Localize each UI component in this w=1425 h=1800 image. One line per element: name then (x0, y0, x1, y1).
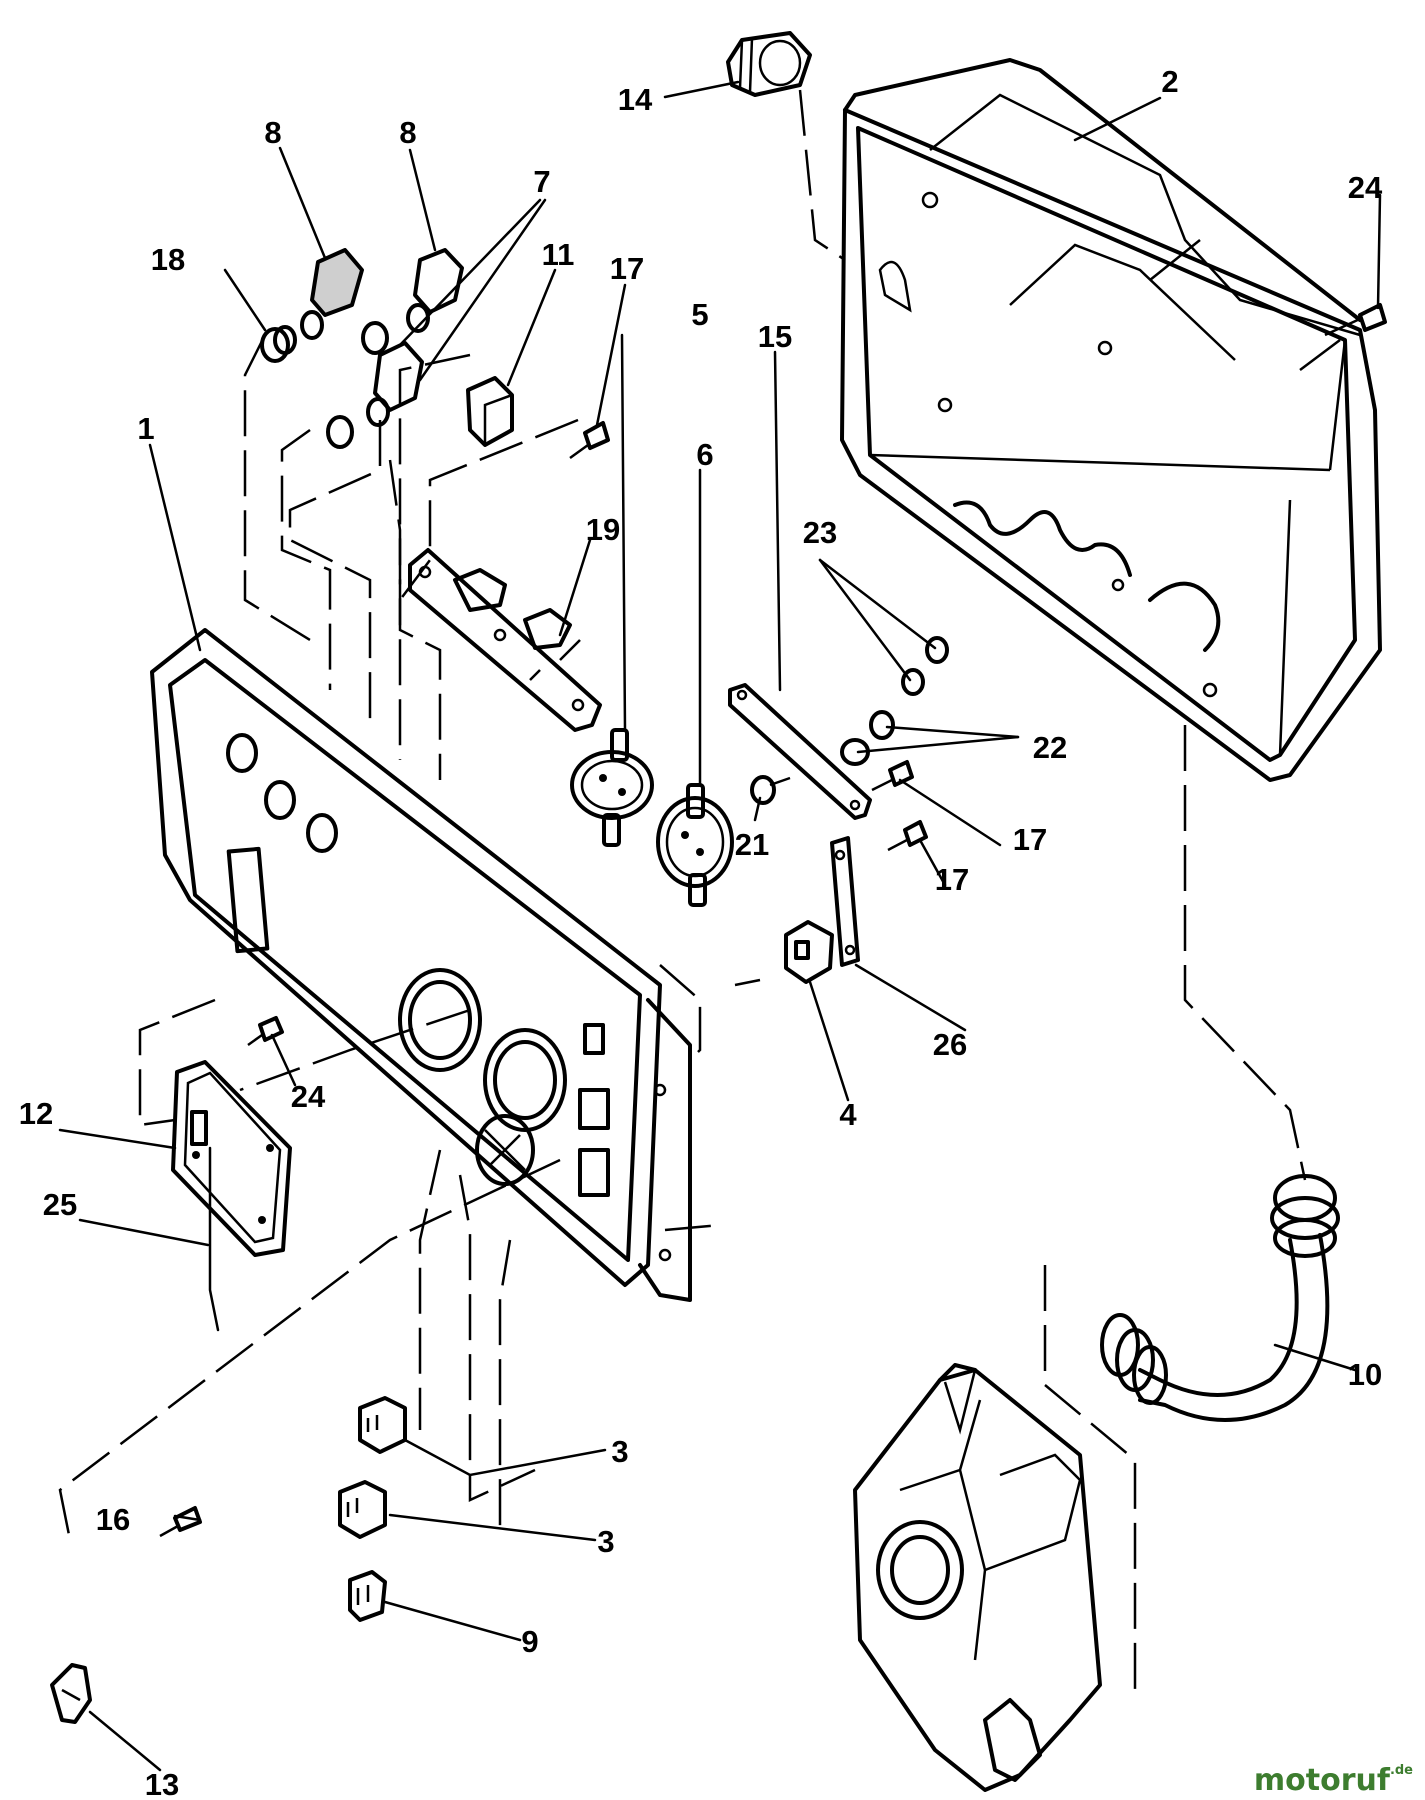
leader-10 (1183, 725, 1307, 1181)
callout-8b: 8 (399, 115, 416, 150)
callout-24b: 24 (291, 1079, 326, 1114)
callout-5: 5 (691, 297, 708, 332)
callout-labels: 1 2 3 3 4 5 6 7 8 8 9 10 11 12 13 14 15 … (19, 64, 1383, 1800)
switch-4 (784, 920, 834, 984)
callout-7: 7 (533, 164, 550, 199)
callout-1: 1 (137, 411, 154, 446)
housing-box (840, 58, 1382, 782)
grommet-14 (726, 31, 812, 97)
callout-3b: 3 (597, 1524, 614, 1559)
callout-14: 14 (618, 82, 653, 117)
screw-17-upper (569, 421, 610, 460)
callout-4: 4 (839, 1097, 857, 1132)
outlet-3-upper (358, 1396, 407, 1454)
callout-13: 13 (145, 1767, 179, 1800)
switch-8-left (300, 248, 364, 340)
screw-17-right-b (887, 820, 928, 852)
bracket-26 (830, 836, 860, 967)
switch-11 (466, 376, 514, 447)
callout-26: 26 (933, 1027, 967, 1062)
switch-7 (326, 321, 424, 449)
leader-fitting (1043, 1265, 1137, 1700)
screw-24-lower (247, 1016, 284, 1047)
callout-12: 12 (19, 1096, 53, 1131)
callout-9: 9 (521, 1624, 538, 1659)
bar-15 (728, 683, 872, 820)
outlet-3-lower (338, 1480, 387, 1539)
screw-24-upper (1324, 303, 1387, 337)
callout-3a: 3 (611, 1434, 628, 1469)
callout-11: 11 (542, 237, 575, 272)
callout-16: 16 (96, 1502, 130, 1537)
callout-10: 10 (1348, 1357, 1382, 1392)
leader-14 (798, 89, 846, 262)
callout-17c: 17 (935, 862, 969, 897)
callout-17a: 17 (610, 251, 644, 286)
callout-21: 21 (735, 827, 769, 862)
wire-leaders (58, 334, 761, 1541)
callout-2: 2 (1161, 64, 1178, 99)
watermark-logo: motoruf.de (1254, 1763, 1413, 1798)
knob-18 (260, 325, 297, 363)
callout-18: 18 (151, 242, 185, 277)
callout-8a: 8 (264, 115, 281, 150)
watermark-name: motoruf (1253, 1763, 1390, 1798)
leader-lines (58, 80, 1382, 1772)
callout-25: 25 (43, 1187, 77, 1222)
callout-15: 15 (758, 319, 792, 354)
callout-17b: 17 (1013, 822, 1047, 857)
bracket-13 (50, 1663, 92, 1724)
end-cover-housing (853, 1363, 1102, 1792)
callout-6: 6 (696, 437, 713, 472)
callout-22: 22 (1033, 730, 1067, 765)
wire-25 (208, 1146, 220, 1332)
receptacle-5 (570, 728, 654, 847)
bracket-19 (408, 548, 602, 732)
callout-24a: 24 (1348, 170, 1383, 205)
nut-21 (750, 775, 791, 805)
callout-23: 23 (803, 515, 837, 550)
conduit-10 (1100, 1174, 1340, 1422)
washers-22-23 (840, 636, 949, 766)
callout-19: 19 (586, 512, 620, 547)
watermark-tld: .de (1389, 1763, 1413, 1778)
cover-plate-12 (171, 1060, 292, 1257)
breaker-9 (348, 1570, 387, 1622)
screw-17-right-a (871, 760, 914, 792)
switch-8-right (406, 248, 464, 333)
receptacle-6 (656, 783, 734, 907)
control-panel (150, 628, 692, 1302)
screw-16 (159, 1506, 202, 1538)
